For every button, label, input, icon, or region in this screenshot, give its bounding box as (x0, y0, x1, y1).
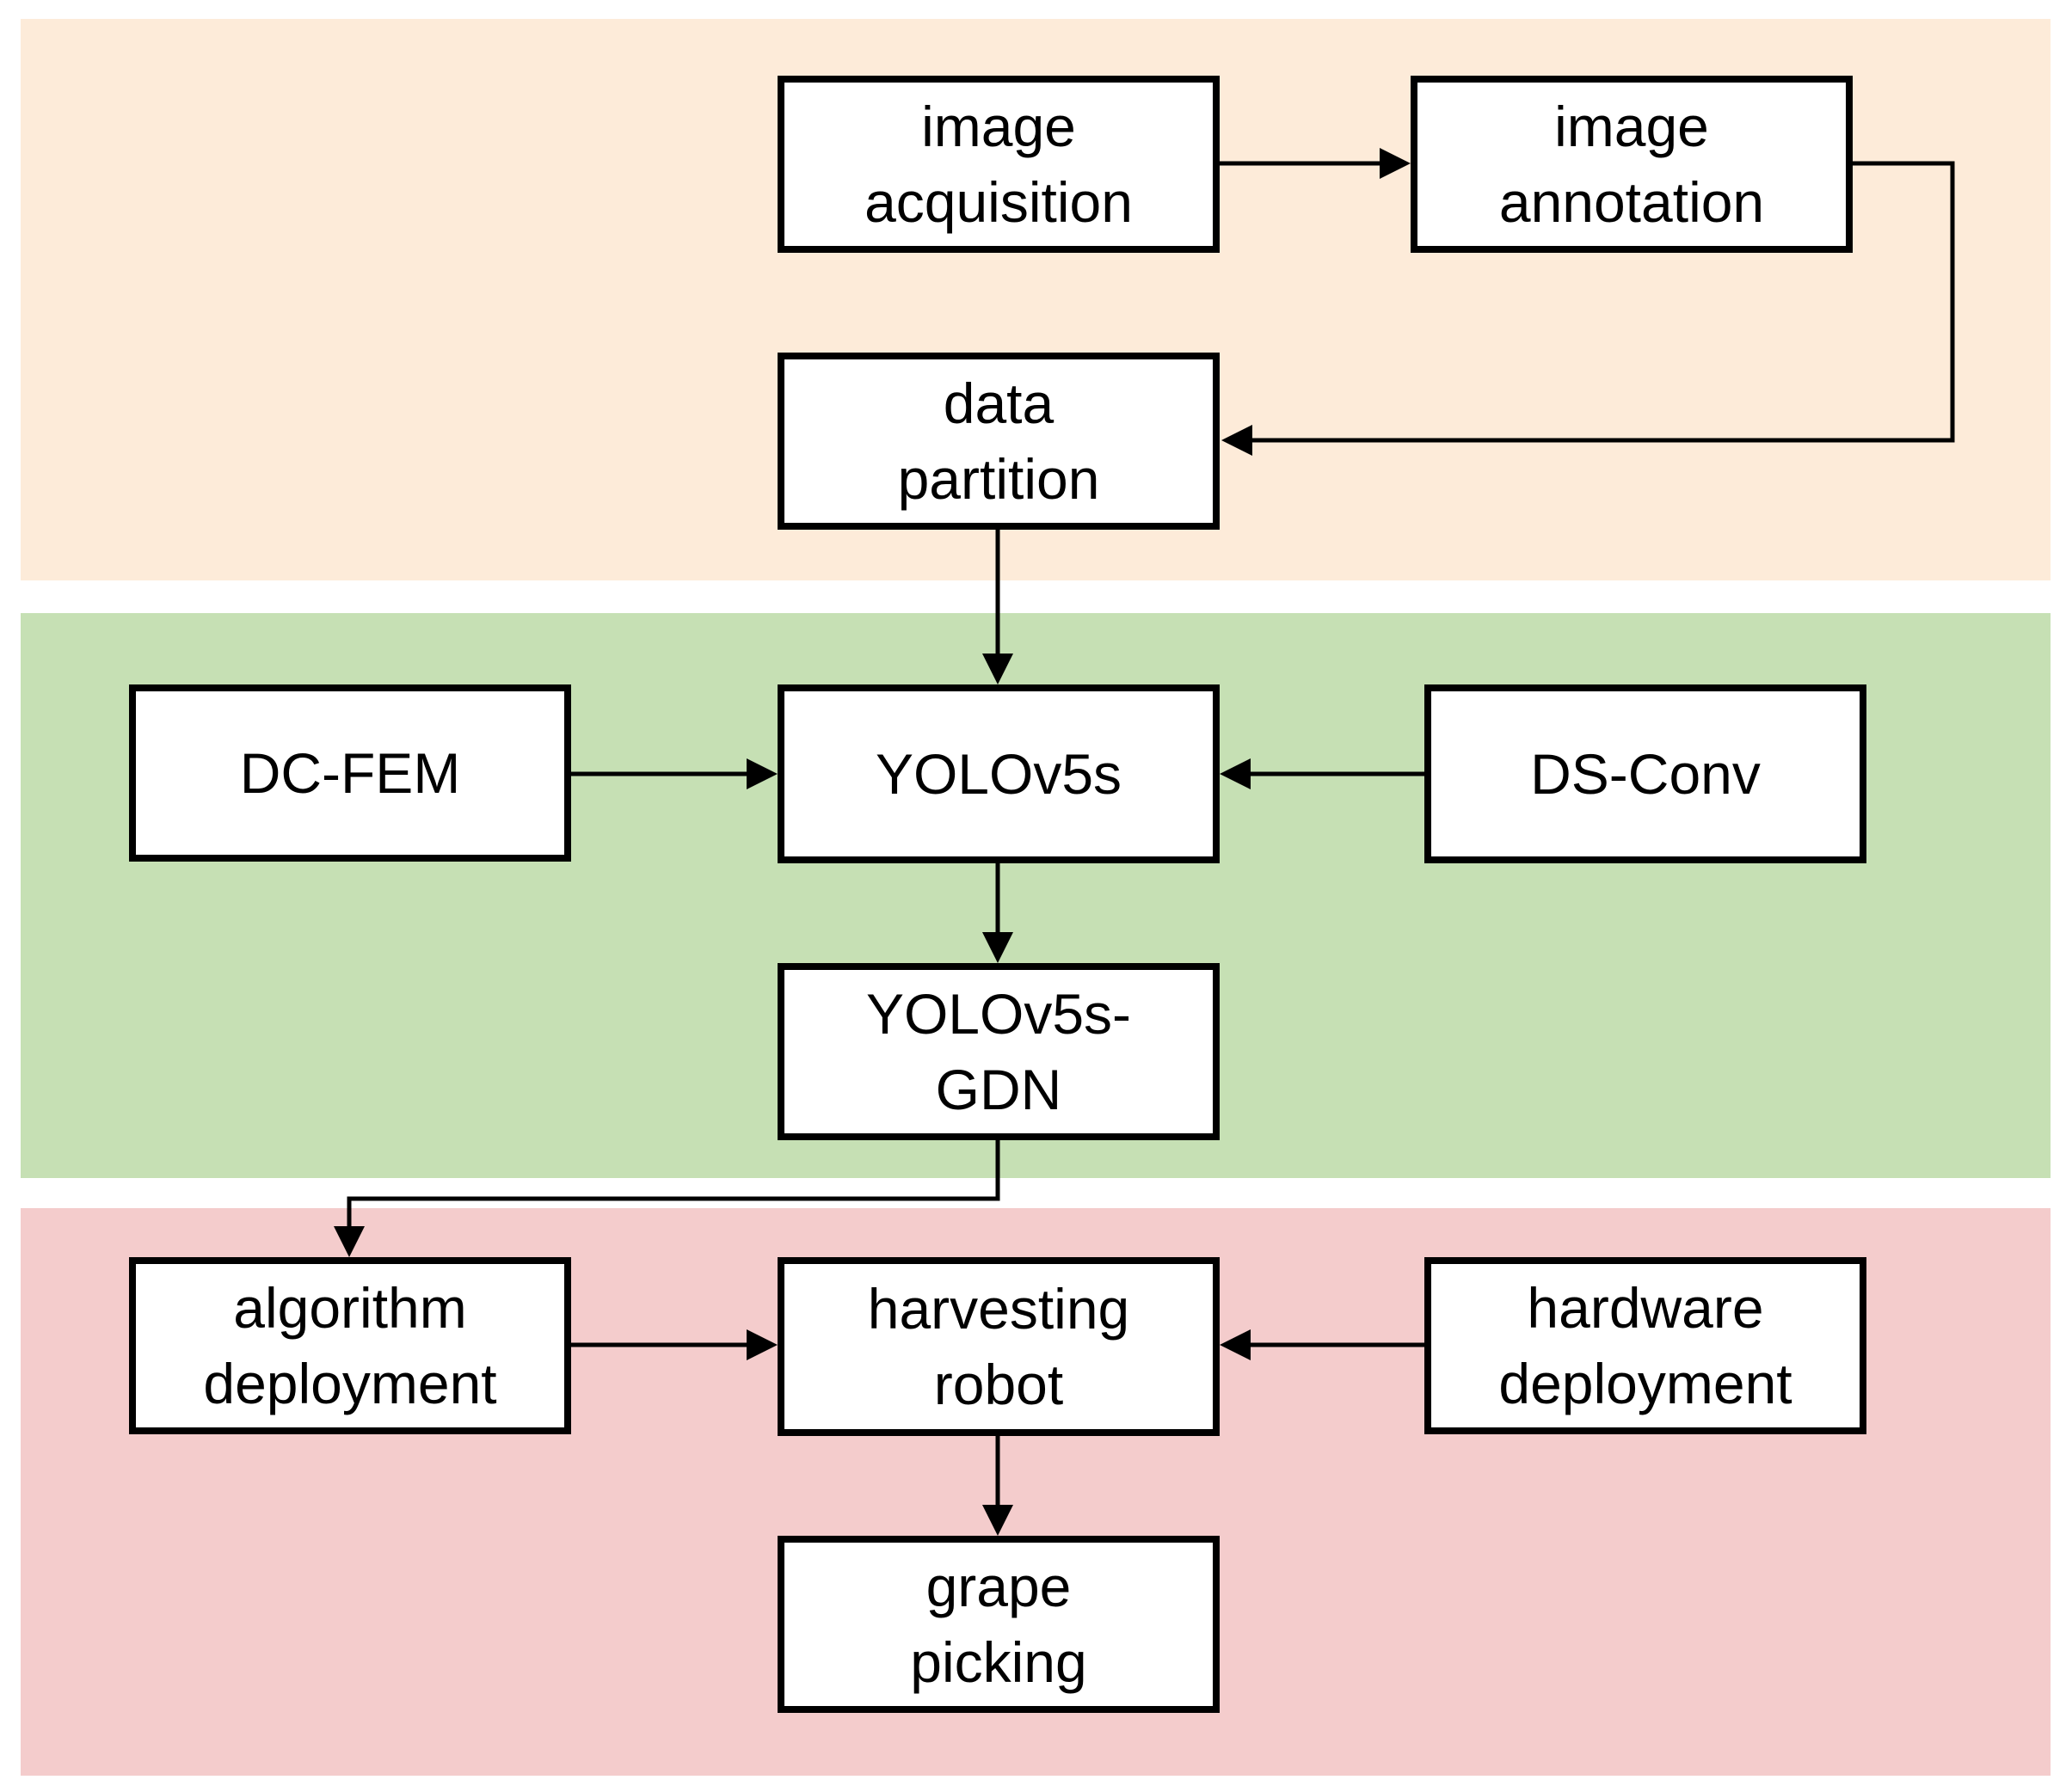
image-acquisition-box: image acquisition (778, 76, 1220, 253)
dc-fem-label: DC-FEM (239, 741, 461, 805)
hardware-deployment-box: hardware deployment (1424, 1257, 1866, 1434)
algorithm-deployment-label: algorithm deployment (203, 1276, 497, 1415)
image-acquisition-label: image acquisition (864, 95, 1133, 234)
grape-picking-label: grape picking (910, 1555, 1087, 1694)
algorithm-deployment-box: algorithm deployment (129, 1257, 571, 1434)
grape-picking-box: grape picking (778, 1536, 1220, 1713)
yolov5s-gdn-box: YOLOv5s- GDN (778, 963, 1220, 1140)
ds-conv-box: DS-Conv (1424, 684, 1866, 863)
yolov5s-box: YOLOv5s (778, 684, 1220, 863)
hardware-deployment-label: hardware deployment (1498, 1276, 1792, 1415)
harvesting-robot-box: harvesting robot (778, 1257, 1220, 1436)
harvesting-robot-label: harvesting robot (867, 1277, 1130, 1416)
image-annotation-box: image annotation (1411, 76, 1853, 253)
data-partition-label: data partition (897, 371, 1100, 511)
dc-fem-box: DC-FEM (129, 684, 571, 862)
yolov5s-label: YOLOv5s (875, 742, 1122, 806)
ds-conv-label: DS-Conv (1530, 742, 1761, 806)
image-annotation-label: image annotation (1498, 95, 1765, 234)
yolov5s-gdn-label: YOLOv5s- GDN (865, 982, 1132, 1121)
data-partition-box: data partition (778, 353, 1220, 530)
